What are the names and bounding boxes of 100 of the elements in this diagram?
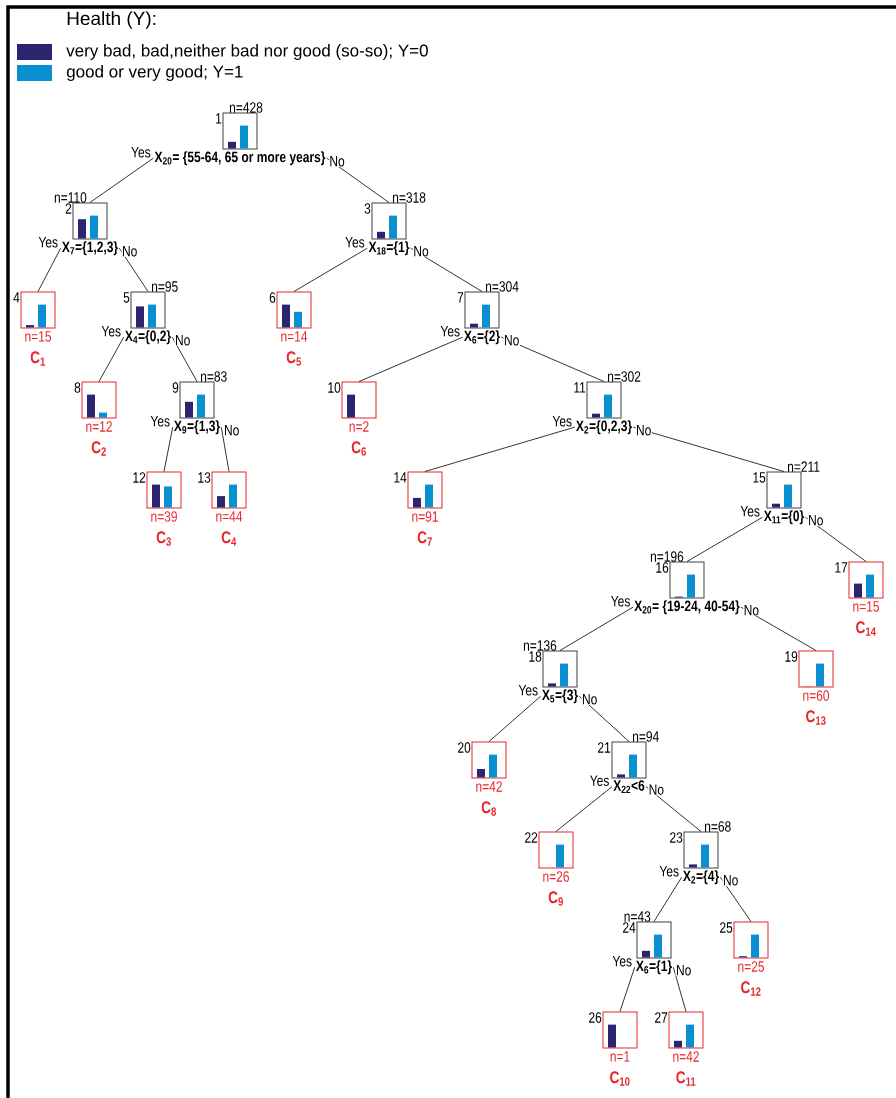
legend-text: good or very good; Y=1 [66, 65, 243, 81]
split-condition: X$_{7}$={1,2,3} [62, 241, 118, 256]
edge-label: No [123, 245, 137, 257]
branch-line [645, 786, 702, 832]
branch-line [163, 426, 174, 472]
edge-label: Yes [38, 237, 58, 248]
node-number: 13 [198, 472, 211, 483]
edge-label: No [649, 784, 664, 795]
edge-label: Yes [150, 416, 170, 427]
branch-line [740, 606, 817, 651]
sample-size-label: n=68 [705, 821, 731, 832]
node-number: 24 [623, 922, 636, 933]
edge-label: Yes [518, 685, 538, 696]
edge-label: No [677, 964, 691, 976]
edge-label: Yes [590, 775, 609, 786]
class-label: C$_{7}$ [417, 531, 432, 546]
sample-size-label: n=12 [86, 421, 112, 432]
edge-label: No [637, 424, 651, 436]
split-condition: X$_{11}$={0} [763, 510, 804, 525]
branch-line [672, 966, 687, 1012]
edge-label: No [414, 245, 429, 257]
branch-line [358, 336, 464, 382]
sample-size-label: n=26 [543, 871, 569, 882]
edge-label: Yes [740, 506, 760, 517]
branch-line [171, 336, 198, 382]
branch-line [37, 247, 62, 292]
split-condition: X$_{2}$={4} [683, 870, 719, 885]
node-number: 3 [364, 203, 371, 214]
split-condition: X$_{6}$={1} [636, 960, 672, 975]
sample-size-label: n=43 [624, 911, 651, 922]
edge-label: No [176, 334, 190, 346]
class-label: C$_{11}$ [676, 1071, 696, 1086]
node-number: 4 [13, 292, 20, 303]
node-number: 25 [720, 922, 733, 933]
sample-size-label: n=196 [650, 551, 684, 562]
edge-label: No [330, 155, 345, 167]
sample-size-label: n=318 [393, 192, 426, 203]
sample-size-label: n=39 [151, 511, 177, 522]
node-number: 5 [123, 292, 130, 303]
edge-label: Yes [552, 416, 572, 427]
branch-line [118, 247, 149, 292]
class-label: C$_{10}$ [610, 1071, 630, 1086]
sample-size-label: n=428 [229, 102, 263, 113]
edge-label: Yes [659, 866, 679, 877]
branch-line [719, 876, 752, 922]
legend-text: very bad, bad,neither bad nor good (so-so); Y=0 [66, 44, 428, 60]
branch-line [424, 426, 576, 472]
node-number: 14 [394, 472, 407, 483]
branch-line [410, 247, 483, 292]
split-condition: X$_{4}$={0,2} [125, 330, 171, 345]
sample-size-label: n=95 [152, 281, 178, 292]
node-number: 26 [589, 1012, 602, 1023]
class-label: C$_{1}$ [30, 351, 46, 366]
sample-size-label: n=2 [349, 421, 369, 432]
node-number: 9 [172, 382, 179, 393]
class-label: C$_{8}$ [481, 801, 496, 816]
sample-size-label: n=25 [738, 961, 764, 972]
edge-label: Yes [611, 596, 630, 607]
node-number: 17 [835, 562, 848, 573]
branch-line [500, 336, 605, 382]
node-number: 16 [656, 562, 669, 573]
branch-line [653, 876, 683, 922]
node-number: 12 [133, 472, 146, 483]
branch-line [488, 695, 542, 742]
branch-line [555, 786, 613, 832]
class-label: C$_{12}$ [741, 981, 761, 996]
sample-size-label: n=304 [486, 281, 519, 292]
class-label: C$_{3}$ [156, 531, 171, 546]
node-number: 27 [655, 1012, 668, 1023]
edge-label: No [809, 514, 823, 526]
edge-label: No [583, 693, 597, 705]
class-label: C$_{6}$ [351, 441, 366, 456]
class-label: C$_{13}$ [806, 710, 826, 725]
edge-label: No [225, 424, 239, 436]
node-number: 22 [525, 832, 538, 843]
branch-line [293, 247, 368, 292]
sample-size-label: n=94 [633, 731, 659, 742]
split-condition: X$_{6}$={2} [464, 330, 500, 345]
class-label: C$_{5}$ [286, 351, 302, 366]
edge-label: Yes [345, 237, 365, 248]
branch-line [686, 516, 763, 562]
class-label: C$_{14}$ [856, 621, 876, 636]
legend-title: Health (Y): [67, 11, 156, 29]
sample-size-label: n=14 [281, 331, 308, 342]
split-condition: X$_{2}$={0,2,3} [576, 420, 632, 435]
sample-size-label: n=42 [673, 1051, 699, 1062]
node-number: 15 [753, 472, 766, 483]
sample-size-label: n=91 [412, 511, 438, 522]
node-number: 11 [574, 382, 586, 393]
sample-size-label: n=110 [54, 192, 87, 203]
edge-label: No [724, 874, 738, 886]
sample-size-label: n=1 [610, 1051, 630, 1062]
branch-line [98, 336, 125, 382]
edge-label: No [744, 604, 759, 616]
class-label: C$_{2}$ [91, 441, 106, 456]
sample-size-label: n=302 [608, 371, 641, 382]
sample-size-label: n=83 [201, 371, 227, 382]
node-number: 18 [529, 651, 542, 662]
node-number: 19 [785, 651, 798, 662]
branch-line [220, 426, 230, 472]
